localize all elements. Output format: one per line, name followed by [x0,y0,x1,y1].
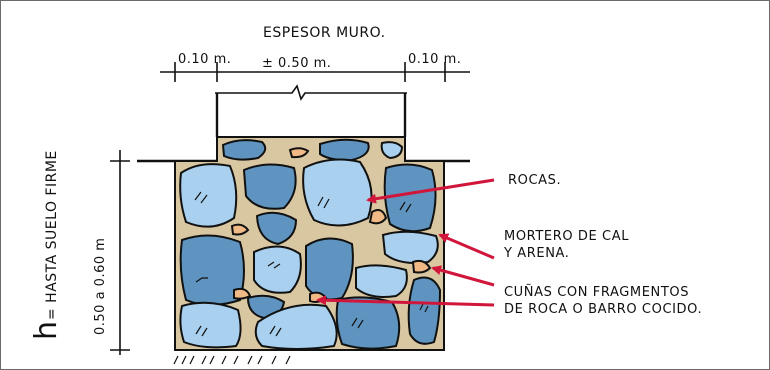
rock-hatch-marks [194,191,429,337]
espesor-title: ESPESOR MURO. [263,25,386,41]
rock [179,163,238,228]
rock [179,301,242,349]
hasta-suelo-firme-label: = HASTA SUELO FIRME [44,150,60,320]
wall-outline [215,84,407,137]
rock [319,138,370,162]
rock [254,303,338,350]
rock [411,259,432,274]
mortero-label-line1: MORTERO DE CAL [504,229,629,244]
rock [233,287,252,300]
cunas-arrow-1 [431,265,495,287]
depth-label-group: h = HASTA SUELO FIRME [29,150,64,340]
mortero-label-line2: Y ARENA. [503,246,570,261]
rock [288,147,310,159]
rock [407,276,442,345]
rock [381,230,439,264]
rock [305,237,354,301]
soil-hatch [173,355,291,365]
rocas-arrow [366,178,495,204]
rock [255,211,298,246]
cunas-arrow-2 [316,295,495,307]
right-offset-label: 0.10 m. [408,52,461,67]
rock [335,296,401,350]
rock [242,163,297,210]
depth-range-label: 0.50 a 0.60 m [93,238,108,335]
rock [253,245,302,294]
cunas-label-line1: CUÑAS CON FRAGMENTOS [504,284,689,300]
rocas-label: ROCAS. [508,173,561,188]
rock [179,234,245,306]
h-symbol: h [29,320,64,340]
left-offset-label: 0.10 m. [178,52,231,67]
rocks [179,138,442,350]
rock [380,141,404,160]
top-dimension-line [160,62,470,82]
rock [368,209,388,225]
callout-arrows [316,178,495,307]
depth-dimension-line [110,150,130,355]
cunas-label-line2: DE ROCA O BARRO COCIDO. [504,302,702,317]
rock [355,264,408,298]
rock [230,223,250,236]
rock [383,163,437,233]
wall-thickness-label: ± 0.50 m. [262,56,331,71]
mortero-arrow [438,233,495,260]
rock [221,139,267,161]
rock [302,158,373,227]
